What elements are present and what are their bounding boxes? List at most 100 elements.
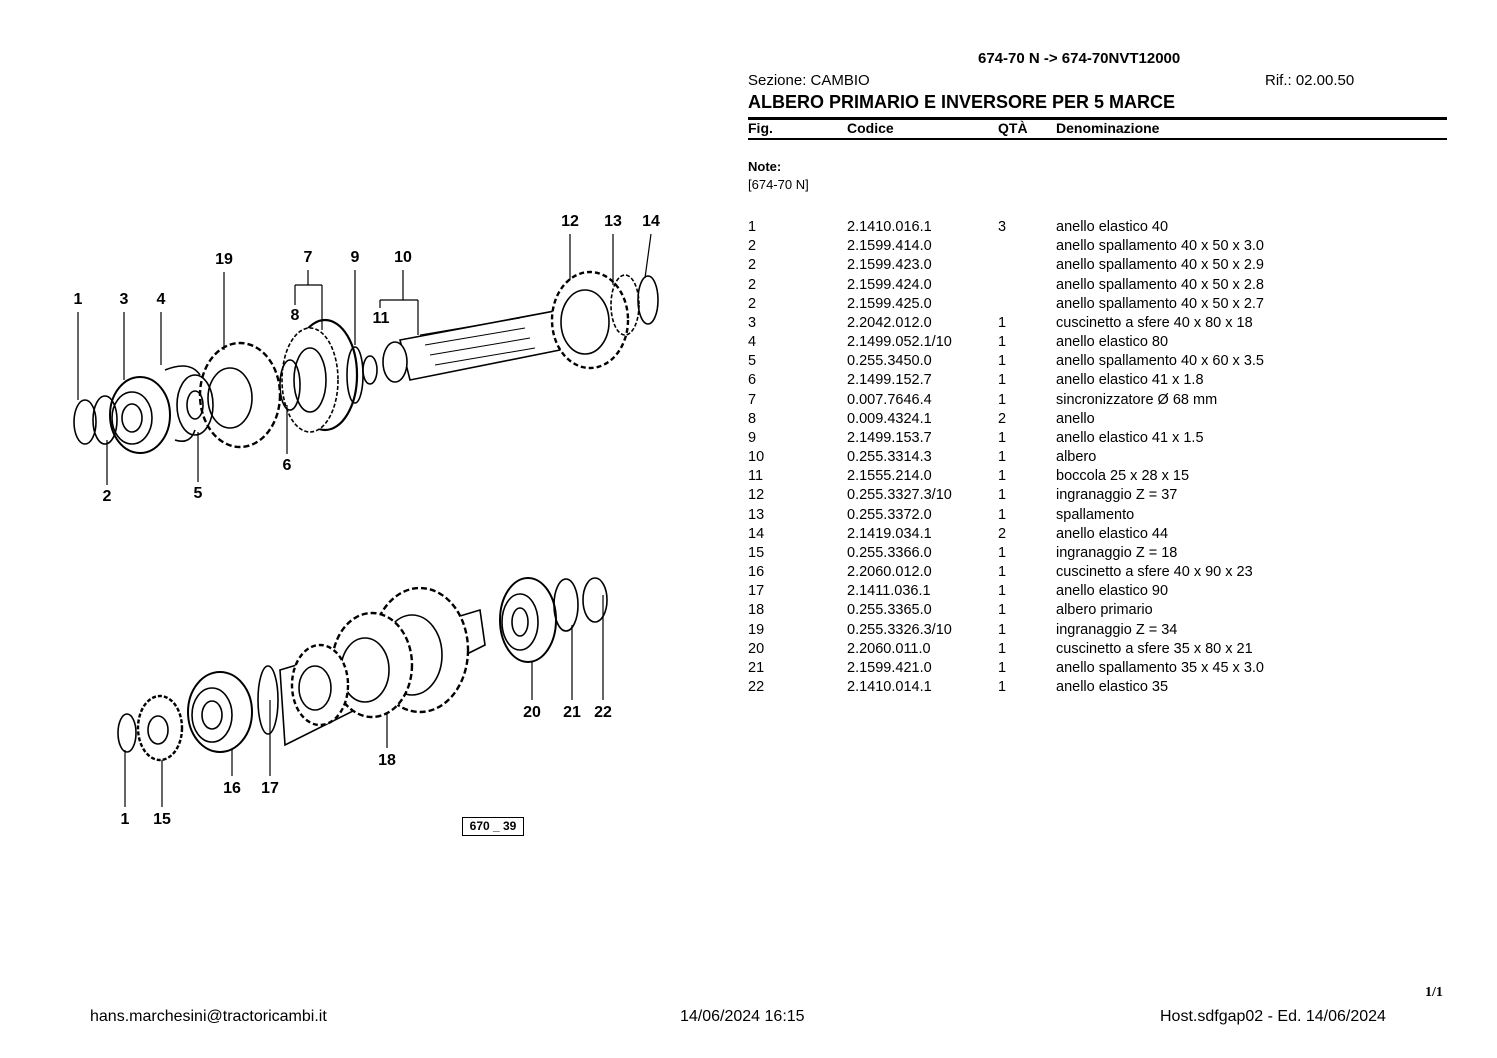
row-fig: 9 <box>748 429 757 446</box>
part-callout: 12 <box>561 213 579 230</box>
row-code: 2.1599.424.0 <box>847 276 932 293</box>
row-code: 0.255.3326.3/10 <box>847 621 952 638</box>
column-header-description: Denominazione <box>1056 120 1160 136</box>
part-callout: 15 <box>153 811 171 828</box>
row-fig: 2 <box>748 295 757 312</box>
row-qty: 1 <box>998 583 1007 600</box>
row-code: 2.1410.014.1 <box>847 679 932 696</box>
row-fig: 2 <box>748 276 757 293</box>
part-callout: 2 <box>102 488 112 505</box>
part-callout: 3 <box>119 291 129 308</box>
row-fig: 10 <box>748 449 765 466</box>
row-description: ingranaggio Z = 34 <box>1056 621 1178 638</box>
row-fig: 8 <box>748 410 757 427</box>
column-header-fig: Fig. <box>748 120 773 136</box>
row-fig: 13 <box>748 506 765 523</box>
row-fig: 17 <box>748 583 765 600</box>
row-fig: 7 <box>748 391 757 408</box>
part-callout: 13 <box>604 213 622 230</box>
row-description: cuscinetto a sfere 40 x 90 x 23 <box>1056 564 1253 581</box>
row-code: 2.2060.011.0 <box>847 640 931 657</box>
row-qty: 2 <box>998 410 1007 427</box>
row-qty: 1 <box>998 544 1007 561</box>
row-qty: 3 <box>998 219 1007 235</box>
row-description: anello elastico 80 <box>1056 334 1169 351</box>
row-description: cuscinetto a sfere 35 x 80 x 21 <box>1056 640 1253 657</box>
part-callout: 10 <box>394 249 412 266</box>
row-fig: 18 <box>748 602 765 619</box>
row-qty: 1 <box>998 353 1007 370</box>
row-fig: 2 <box>748 257 757 274</box>
row-fig: 1 <box>748 219 757 235</box>
row-description: albero <box>1056 449 1097 466</box>
footer-email: hans.marchesini@tractoricambi.it <box>90 1008 327 1025</box>
table-row: 2 2.1599.424.0 anello spallamento 40 x 50 … <box>748 277 1447 295</box>
part-callout: 22 <box>594 704 612 721</box>
part-callout: 6 <box>282 457 292 474</box>
row-qty: 1 <box>998 314 1007 331</box>
row-qty: 1 <box>998 640 1007 657</box>
row-description: anello spallamento 40 x 50 x 2.8 <box>1056 276 1264 293</box>
row-code: 0.007.7646.4 <box>847 391 932 408</box>
table-row: 2 2.1599.414.0 anello spallamento 40 x 50 … <box>748 238 1447 256</box>
part-callout: 17 <box>261 780 279 797</box>
lower-assembly-drawing <box>117 577 608 762</box>
row-fig: 19 <box>748 621 765 638</box>
row-code: 2.1419.034.1 <box>847 525 932 542</box>
exploded-parts-diagram <box>73 233 659 807</box>
row-fig: 20 <box>748 640 765 657</box>
column-header-rule <box>748 138 1447 140</box>
row-code: 2.1599.421.0 <box>847 659 932 676</box>
note-label: Note: <box>748 159 782 174</box>
row-description: anello <box>1056 410 1095 427</box>
row-description: cuscinetto a sfere 40 x 80 x 18 <box>1056 314 1253 331</box>
row-code: 2.1555.214.0 <box>847 468 932 485</box>
row-code: 2.1599.414.0 <box>847 238 932 255</box>
part-callout: 4 <box>156 291 166 308</box>
part-callout: 16 <box>223 780 241 797</box>
row-fig: 21 <box>748 659 765 676</box>
row-code: 0.255.3314.3 <box>847 449 932 466</box>
column-header-code: Codice <box>847 120 894 136</box>
reference-number: Rif.: 02.00.50 <box>1265 72 1355 89</box>
part-callout: 7 <box>303 249 313 266</box>
note-value: [674-70 N] <box>748 177 809 192</box>
page-number: 1/1 <box>1425 985 1443 1000</box>
row-fig: 2 <box>748 238 757 255</box>
footer-host: Host.sdfgap02 - Ed. 14/06/2024 <box>1160 1008 1386 1025</box>
row-fig: 6 <box>748 372 757 389</box>
part-callout: 8 <box>290 307 300 324</box>
row-description: anello elastico 41 x 1.5 <box>1056 429 1204 446</box>
part-callout: 1 <box>73 291 83 308</box>
row-code: 2.2042.012.0 <box>847 314 932 331</box>
part-callout: 14 <box>642 213 660 230</box>
column-header-qty: QTÀ <box>998 120 1028 136</box>
row-description: spallamento <box>1056 506 1135 523</box>
row-fig: 16 <box>748 564 765 581</box>
row-code: 2.1499.152.7 <box>847 372 932 389</box>
header-rule <box>748 117 1447 120</box>
row-code: 2.1599.423.0 <box>847 257 932 274</box>
part-callout: 1 <box>120 811 130 828</box>
row-qty: 1 <box>998 334 1007 351</box>
row-fig: 4 <box>748 334 757 351</box>
row-description: anello spallamento 40 x 50 x 3.0 <box>1056 238 1264 255</box>
row-qty: 1 <box>998 449 1007 466</box>
row-description: anello elastico 44 <box>1056 525 1169 542</box>
row-fig: 14 <box>748 525 765 542</box>
